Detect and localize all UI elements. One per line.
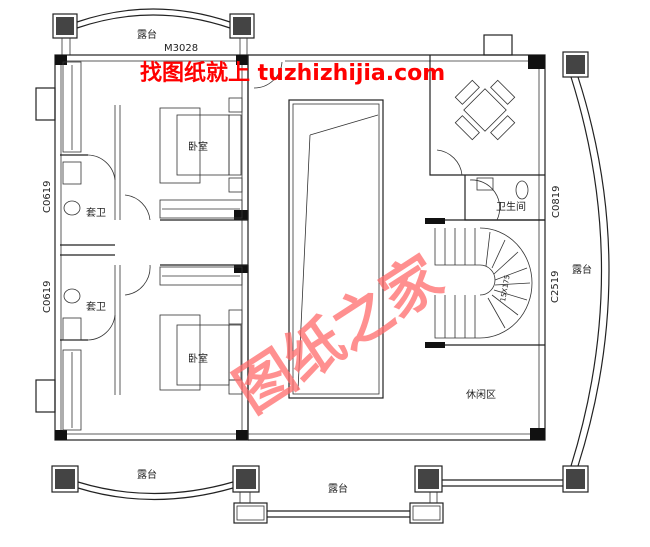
room-labels: 露台 M3028 卧室 套卫 C0619 套卫 C0619 卧室 卫生间 C08… — [42, 28, 592, 495]
label-ensuite-2: 套卫 — [86, 300, 106, 313]
railings — [61, 8, 610, 524]
label-terrace-right: 露台 — [572, 263, 592, 276]
bed-1 — [159, 97, 243, 193]
label-window-c0619-1: C0619 — [42, 181, 53, 213]
label-terrace-bottom-left: 露台 — [137, 468, 157, 481]
label-door-m3028: M3028 — [164, 43, 198, 54]
label-bathroom: 卫生间 — [496, 200, 526, 213]
label-window-c0819: C0819 — [551, 186, 562, 218]
label-lounge: 休闲区 — [466, 388, 496, 401]
column — [562, 465, 589, 493]
column — [51, 465, 79, 493]
column — [562, 51, 589, 78]
label-ensuite-1: 套卫 — [86, 206, 106, 219]
walls — [35, 34, 546, 441]
column — [52, 13, 78, 39]
label-stair-note: 15X175 — [499, 274, 512, 302]
mahjong-table — [454, 79, 516, 141]
columns — [51, 13, 589, 493]
staircase — [434, 227, 533, 339]
furniture — [62, 61, 529, 431]
label-bedroom-2: 卧室 — [188, 352, 208, 365]
label-terrace-top: 露台 — [137, 28, 157, 41]
column — [229, 13, 255, 39]
label-window-c0619-2: C0619 — [42, 281, 53, 313]
label-terrace-bottom: 露台 — [328, 482, 348, 495]
bed-2 — [159, 309, 243, 395]
watermark-top: 找图纸就上 tuzhizhijia.com — [140, 60, 445, 86]
label-bedroom-1: 卧室 — [188, 140, 208, 153]
column — [414, 465, 443, 493]
doors — [87, 61, 501, 341]
column — [232, 465, 260, 493]
label-window-c2519: C2519 — [550, 271, 561, 303]
atrium-void — [288, 99, 384, 399]
